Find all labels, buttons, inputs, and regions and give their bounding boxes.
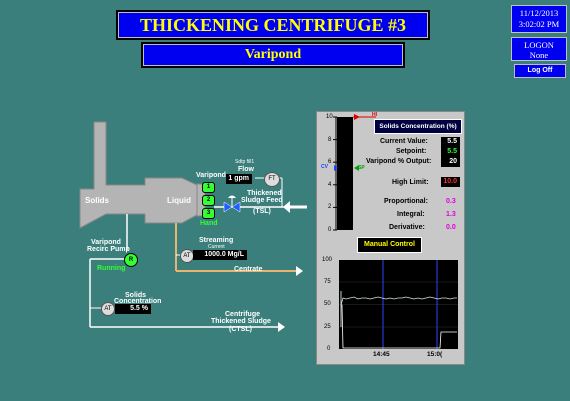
process-diagram bbox=[79, 121, 307, 332]
thickened-feed-line1: Thickened bbox=[247, 190, 282, 197]
centrate-arrow bbox=[296, 266, 303, 276]
integral-value[interactable]: 1.3 bbox=[446, 211, 456, 218]
flow-transmitter-icon[interactable]: FT bbox=[264, 172, 280, 187]
bargraph-scale bbox=[333, 114, 376, 231]
thickened-feed-line2: Sludge Feed bbox=[241, 197, 283, 204]
varipond-valve-3[interactable]: 3 bbox=[202, 208, 215, 219]
flow-value: 1 gpm bbox=[226, 174, 252, 184]
high-limit-value[interactable]: 10.0 bbox=[441, 177, 460, 187]
setpoint-label[interactable]: Setpoint: bbox=[396, 148, 427, 155]
derivative-label: Derivative: bbox=[389, 224, 425, 231]
solids-conc-line1: Solids bbox=[125, 292, 147, 299]
varipond-valve-1[interactable]: 1 bbox=[202, 182, 215, 193]
scale-0: 0 bbox=[328, 227, 332, 233]
solids-analyzer-icon[interactable]: AT bbox=[101, 302, 115, 316]
sp-label: SP bbox=[358, 165, 365, 171]
recirc-pump-icon[interactable]: R bbox=[124, 253, 138, 267]
hand-mode-label: Hand bbox=[200, 220, 218, 227]
flow-tag: Sdtp fill1 bbox=[235, 159, 255, 165]
ctsl-label-line1: Centrifuge bbox=[225, 311, 260, 318]
trend-y-100: 100 bbox=[322, 257, 333, 263]
varipond-valve-2[interactable]: 2 bbox=[202, 195, 215, 206]
derivative-value[interactable]: 0.0 bbox=[446, 224, 456, 231]
trend-y-0: 0 bbox=[327, 346, 331, 352]
ctsl-arrow bbox=[278, 322, 285, 332]
ctsl-label-line3: (CTSL) bbox=[229, 326, 252, 333]
high-limit-label: High Limit: bbox=[392, 179, 429, 186]
scale-2: 2 bbox=[328, 204, 332, 210]
current-value-label: Current Value: bbox=[380, 138, 428, 145]
streaming-analyzer-icon[interactable]: AT bbox=[180, 249, 194, 263]
setpoint-value[interactable]: 5.5 bbox=[441, 147, 460, 157]
trend-x-1445: 14:45 bbox=[373, 351, 390, 358]
solids-label: Solids bbox=[85, 196, 110, 205]
centrate-label: Centrate bbox=[234, 266, 263, 273]
varipond-label: Varipond bbox=[196, 172, 226, 179]
cv-label: CV bbox=[321, 164, 328, 170]
manual-control-button[interactable]: Manual Control bbox=[357, 237, 422, 253]
thickened-feed-line3: (TSL) bbox=[253, 208, 271, 215]
trend-y-75: 75 bbox=[324, 279, 331, 285]
trend-chart bbox=[339, 260, 458, 349]
logon-button[interactable]: LOGON None bbox=[511, 37, 567, 61]
liquid-label: Liquid bbox=[167, 196, 191, 205]
trend-line-output bbox=[341, 304, 457, 349]
streaming-sublabel: Current bbox=[208, 244, 225, 250]
trend-y-50: 50 bbox=[324, 301, 331, 307]
streaming-value: 1000.0 Mg/L bbox=[193, 250, 247, 260]
varipond-output-value[interactable]: 20 bbox=[441, 157, 460, 167]
logoff-button[interactable]: Log Off bbox=[514, 64, 566, 78]
varipond-output-label: Varipond % Output: bbox=[366, 158, 432, 165]
flow-label: Flow bbox=[238, 166, 254, 173]
clock-date: 11/12/2013 bbox=[519, 8, 559, 18]
concentration-bargraph bbox=[337, 117, 353, 230]
proportional-value[interactable]: 0.3 bbox=[446, 198, 456, 205]
scale-8: 8 bbox=[328, 137, 332, 143]
trend-line-cv bbox=[340, 296, 457, 306]
sp-marker bbox=[354, 165, 359, 171]
ctsl-label-line2: Thickened Sludge bbox=[211, 318, 271, 325]
logon-user: None bbox=[529, 50, 549, 60]
page-title: THICKENING CENTRIFUGE #3 bbox=[116, 10, 430, 40]
pump-status: Running bbox=[97, 265, 126, 272]
scale-4: 4 bbox=[328, 182, 332, 188]
streaming-label: Streaming bbox=[199, 237, 234, 244]
cv-marker bbox=[334, 165, 338, 171]
trend-x-1500: 15:0( bbox=[427, 351, 443, 358]
clock-display: 11/12/2013 3:02:02 PM bbox=[511, 5, 567, 33]
page-subtitle: Varipond bbox=[141, 42, 405, 68]
pump-label-line2: Recirc Pump bbox=[87, 246, 130, 253]
centrifuge-body bbox=[79, 121, 198, 229]
solids-conc-line2: Concentration bbox=[114, 298, 162, 305]
solids-conc-value: 5.5 % bbox=[115, 304, 151, 314]
integral-label: Integral: bbox=[397, 211, 425, 218]
proportional-label: Proportional: bbox=[384, 198, 428, 205]
pump-label-line1: Varipond bbox=[91, 239, 121, 246]
scale-10: 10 bbox=[326, 114, 333, 120]
hi-label: HI bbox=[372, 112, 377, 118]
trend-y-25: 25 bbox=[324, 324, 331, 330]
clock-time: 3:02:02 PM bbox=[518, 19, 560, 29]
current-value: 5.5 bbox=[441, 137, 460, 147]
control-title: Solids Concentration (%) bbox=[374, 119, 462, 134]
scale-6: 6 bbox=[328, 159, 332, 165]
logon-label: LOGON bbox=[524, 40, 554, 50]
